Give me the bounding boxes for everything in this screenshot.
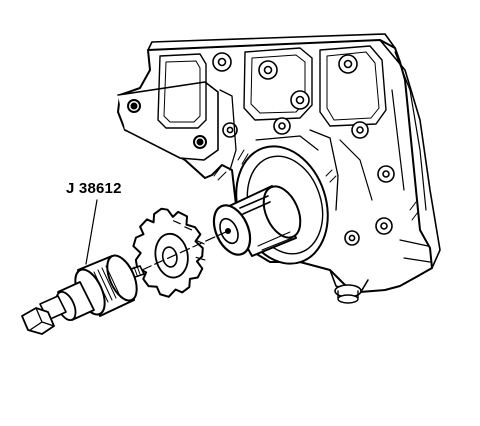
crankshaft-nose (212, 145, 329, 265)
callout-leader (85, 199, 98, 265)
crankshaft-sprocket (132, 207, 206, 298)
alignment-line (141, 230, 229, 271)
tool-callout-label: J 38612 (66, 180, 122, 197)
sprocket-installer-tool (21, 254, 145, 335)
